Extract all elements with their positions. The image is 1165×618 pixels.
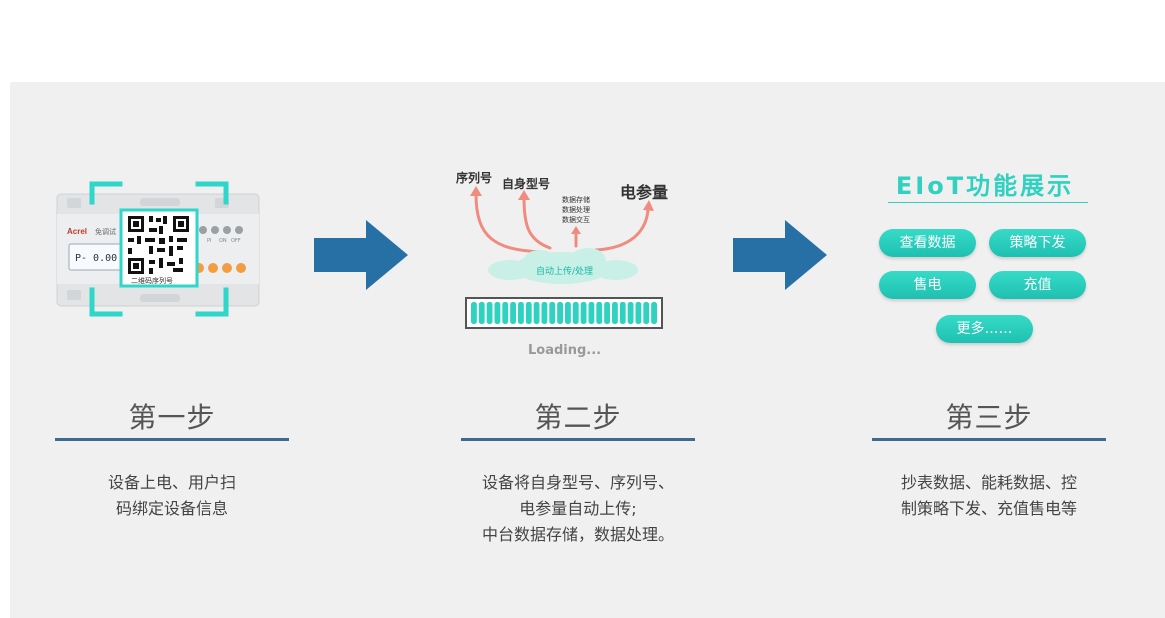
right-arrow-icon [314,220,408,290]
model-arrow [522,196,552,250]
view-data-button[interactable]: 查看数据 [879,229,976,257]
loading-segment [619,302,626,324]
loading-text: Loading... [528,343,601,358]
sell-electricity-button[interactable]: 售电 [879,271,976,299]
step1-desc-line-1: 设备上电、用户扫 [107,473,236,492]
label-power: 电参量 [620,183,668,202]
step1-description: 设备上电、用户扫 码绑定设备信息 [22,470,322,522]
label-model: 自身型号 [502,176,550,191]
loading-segment [510,302,516,324]
loading-segment [549,302,556,324]
loading-segment [525,302,532,324]
meter-indicator-off: OFF [231,238,241,244]
meter-brand: Acrel [67,227,87,236]
loading-segment [565,302,571,324]
step3-underline [872,438,1106,441]
loading-bar-segments [471,302,657,324]
meter-indicator-pi: PI [207,238,212,244]
step2-desc-line-1: 设备将自身型号、序列号、 [481,473,674,492]
step2-upload-graphic: 序列号 自身型号 数据存储 数据处理 数据交互 电参量 自动上传/处理 Load… [456,170,668,358]
power-arrow [594,208,650,252]
loading-segment [572,302,579,324]
loading-segment [643,302,650,324]
label-storage: 数据存储 [562,195,590,204]
step2-desc-line-2: 电参量自动上传; [519,499,637,518]
loading-segment [635,302,642,324]
loading-segment [541,302,548,324]
loading-segment [486,302,493,324]
loading-segment [651,302,657,324]
meter-lcd-text: P- 0.00 [75,253,117,264]
loading-segment [502,302,509,324]
step3-description: 抄表数据、能耗数据、控 制策略下发、充值售电等 [839,470,1139,522]
more-button[interactable]: 更多…… [936,315,1033,343]
loading-segment [580,302,587,324]
qr-code-icon [128,216,189,274]
loading-segment [494,302,501,324]
step2-description: 设备将自身型号、序列号、 电参量自动上传; 中台数据存储，数据处理。 [428,470,728,548]
scan-frame-icon [89,181,229,317]
eiot-heading: EIoT功能展示 [895,172,1075,200]
label-processing: 数据处理 [562,205,590,214]
serial-arrow [474,192,544,254]
step3-desc-line-1: 抄表数据、能耗数据、控 [900,473,1077,492]
steps-panel [10,82,1165,618]
loading-segment [471,302,477,324]
label-serial: 序列号 [456,170,492,185]
step2-underline [461,438,695,441]
label-interaction: 数据交互 [562,215,590,224]
step2-desc-line-3: 中台数据存储，数据处理。 [481,525,674,544]
loading-segment [557,302,563,324]
step1-underline [55,438,289,441]
loading-segment [612,302,618,324]
cloud-text: 自动上传/处理 [536,265,593,277]
strategy-dispatch-button[interactable]: 策略下发 [989,229,1086,257]
step1-desc-line-2: 码绑定设备信息 [115,499,228,518]
loading-segment [596,302,603,324]
qr-caption: 二维码序列号 [131,276,173,285]
right-arrow-icon [733,220,827,290]
step1-title: 第一步 [128,401,216,434]
loading-segment [518,302,524,324]
cloud-icon [488,248,638,284]
loading-segment [604,302,610,324]
step3-title: 第三步 [945,401,1033,434]
meter-indicator-on: ON [219,238,227,244]
eiot-heading-underline [888,202,1088,203]
recharge-button[interactable]: 充值 [989,271,1086,299]
loading-segment [478,302,485,324]
loading-segment [588,302,595,324]
step1-device-graphic: Acrel 免调试 P- 0.00 PI ON OFF [56,181,260,317]
step2-title: 第二步 [534,401,622,434]
meter-brand-tag: 免调试 [95,227,116,236]
loading-segment [533,302,540,324]
loading-segment [627,302,634,324]
step3-desc-line-2: 制策略下发、充值售电等 [900,499,1077,518]
